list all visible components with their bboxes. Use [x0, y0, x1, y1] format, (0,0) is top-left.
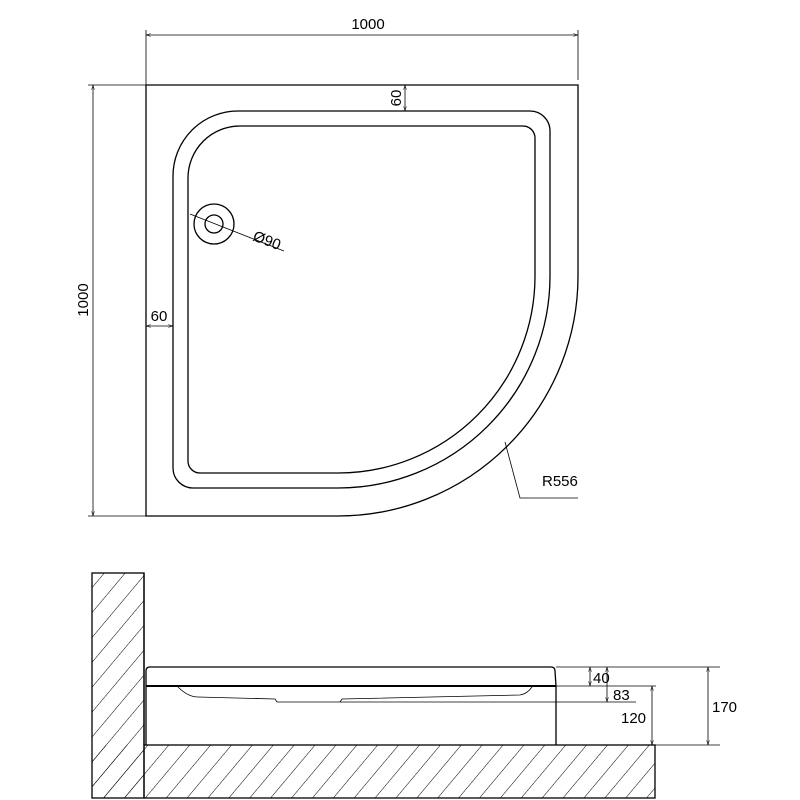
radius-label: R556: [542, 473, 578, 490]
width-label: 1000: [351, 16, 384, 33]
tray-basin-profile: [177, 686, 533, 703]
rim-outer-line: [172, 110, 551, 489]
depth-label: 1000: [75, 283, 92, 316]
tray-outline: [145, 84, 579, 517]
side-view: 40 83 120 170: [91, 572, 737, 799]
base-height-label: 120: [621, 710, 646, 727]
drain-inner-circle: [204, 214, 224, 234]
drain-diameter-label: Ø90: [251, 228, 284, 254]
drain: Ø90: [189, 203, 285, 254]
rim-inner-line: [187, 125, 536, 474]
plan-view: Ø90 1000 1000 60 60 R556: [75, 16, 579, 517]
basin-depth-label: 83: [613, 687, 630, 704]
rim-top-label: 60: [388, 90, 405, 107]
floor-hatch: [143, 744, 656, 799]
drain-outer-circle: [193, 203, 235, 245]
tray-side-profile: [145, 666, 557, 745]
total-height-label: 170: [712, 699, 737, 716]
drain-leader: [189, 213, 285, 252]
radius-leader: [504, 441, 578, 499]
rim-left-label: 60: [151, 308, 168, 325]
